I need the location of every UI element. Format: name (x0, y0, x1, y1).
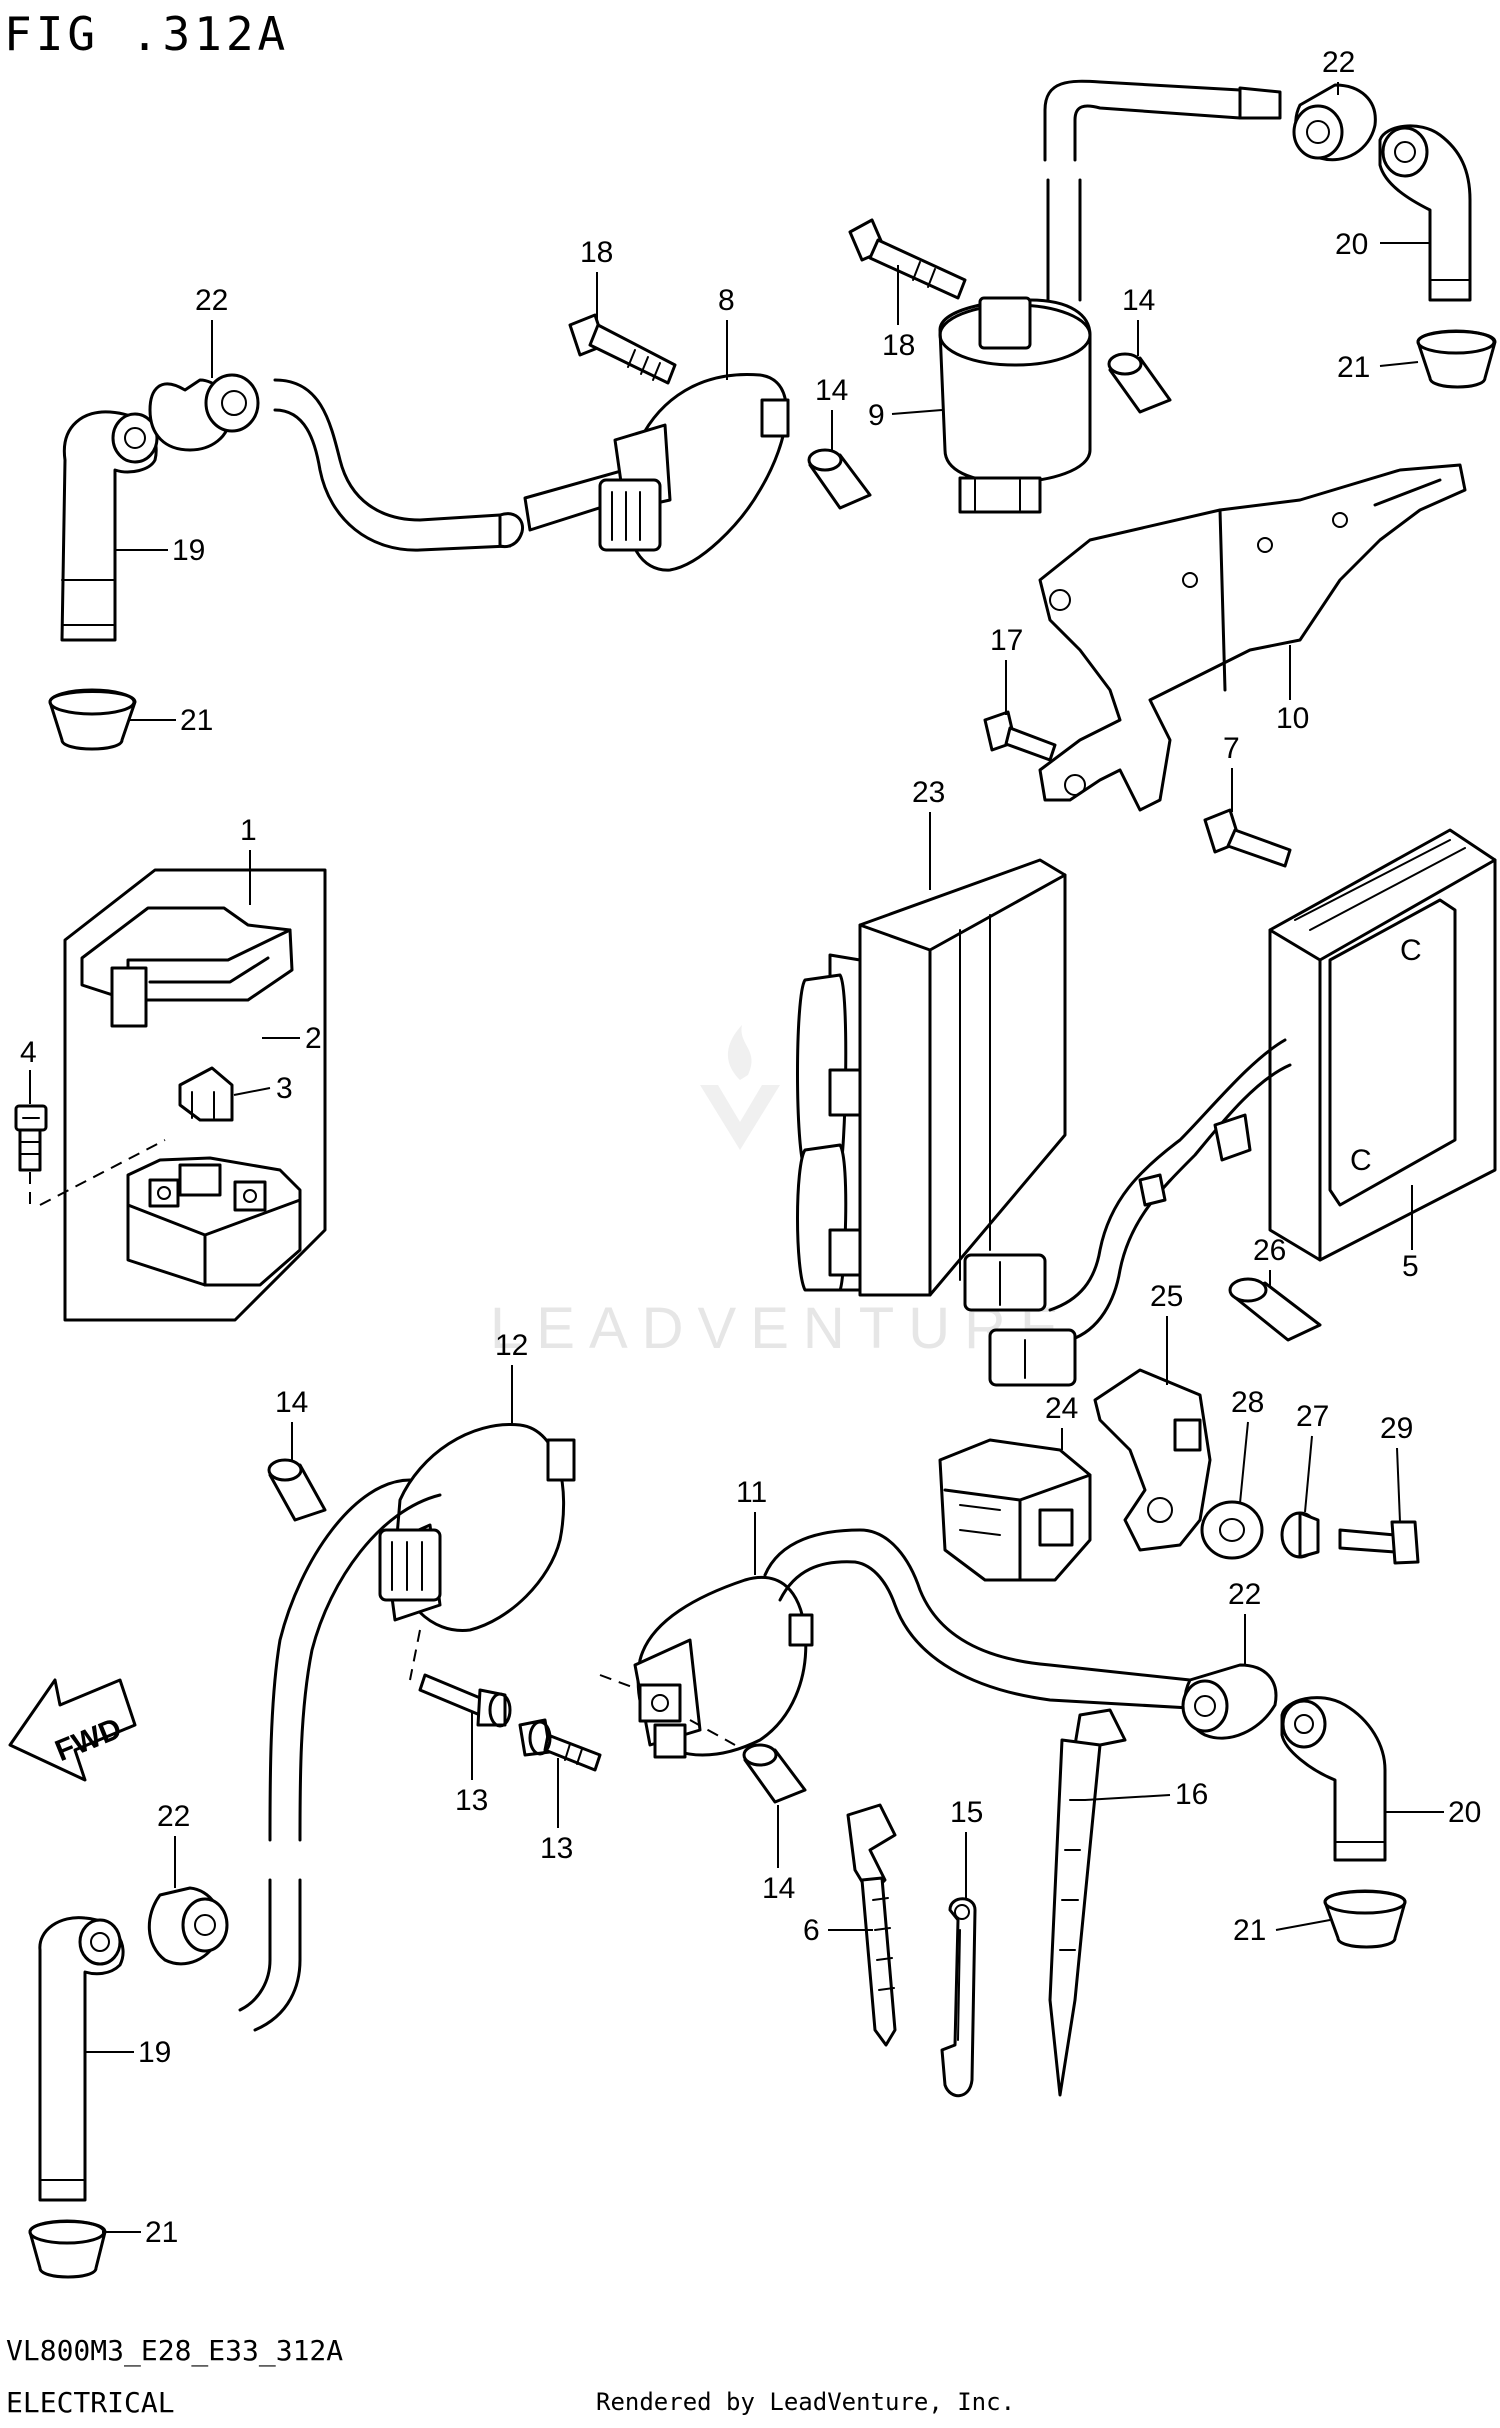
callout-21-c: 21 (145, 2216, 178, 2249)
callout-1: 1 (240, 814, 257, 847)
boot-22-lower-right[interactable] (1181, 1663, 1278, 1740)
figure-title: FIG .312A (4, 7, 289, 61)
ignition-coil-11[interactable] (599, 1528, 1192, 1759)
bolt-18-left[interactable] (568, 313, 677, 385)
watermark-text: LEADVENTURE (490, 1296, 1073, 1361)
callout-28: 28 (1231, 1386, 1264, 1419)
render-credit: Rendered by LeadVenture, Inc. (596, 2388, 1015, 2416)
callout-16: 16 (1175, 1778, 1208, 1811)
clamp-6[interactable] (846, 1803, 897, 2047)
callout-26: 26 (1253, 1234, 1286, 1267)
plug-cap-19-upper[interactable] (60, 410, 159, 642)
clamp-16[interactable] (1048, 1708, 1127, 2097)
callout-11: 11 (736, 1476, 767, 1509)
bracket-25[interactable] (1093, 1368, 1212, 1552)
callout-3: 3 (276, 1072, 293, 1105)
bolt-13-right[interactable] (518, 1718, 602, 1772)
callout-22-d: 22 (1228, 1578, 1261, 1611)
grommet-28[interactable] (1200, 1500, 1264, 1560)
callout-5: 5 (1402, 1250, 1419, 1283)
bolt-13-left[interactable] (418, 1673, 512, 1728)
bolt-29[interactable] (1338, 1520, 1420, 1565)
bolt-17[interactable] (983, 710, 1057, 762)
ignition-coil-8[interactable] (273, 372, 790, 572)
callout-labels: 1 2 3 4 5 6 7 8 9 10 11 12 13 (20, 46, 1481, 2249)
callout-18-b: 18 (882, 329, 915, 362)
model-code: VL800M3_E28_E33_312A (6, 2334, 343, 2368)
callout-25: 25 (1150, 1280, 1183, 1313)
callout-4: 4 (20, 1036, 37, 1069)
forward-arrow-icon: FWD (8, 1678, 137, 1782)
callout-21-a: 21 (180, 704, 213, 737)
callout-14-d: 14 (762, 1872, 795, 1905)
callout-15: 15 (950, 1796, 983, 1829)
callout-14-a: 14 (815, 374, 848, 407)
clamp-15[interactable] (940, 1897, 977, 2098)
screw-part-4[interactable] (14, 1104, 48, 1210)
ecm-23[interactable] (796, 858, 1067, 1297)
collar-14-d[interactable] (742, 1743, 807, 1804)
bracket-10[interactable] (1038, 463, 1467, 812)
collar-14-c[interactable] (267, 1458, 327, 1522)
callout-22-a: 22 (195, 284, 228, 317)
callout-22-b: 22 (1322, 46, 1355, 79)
seal-21-lower-left[interactable] (28, 2219, 107, 2279)
callout-2: 2 (305, 1022, 322, 1055)
callout-14-c: 14 (275, 1386, 308, 1419)
callout-27: 27 (1296, 1400, 1329, 1433)
relay-24[interactable] (938, 1438, 1092, 1582)
callout-19-a: 19 (172, 534, 205, 567)
boot-22-upper-left[interactable] (148, 373, 260, 452)
callout-12: 12 (495, 1329, 528, 1362)
bolt-18-right[interactable] (848, 218, 967, 300)
collar-14-a[interactable] (807, 448, 872, 510)
starter-relay-assembly[interactable] (39, 868, 327, 1322)
seal-21-upper-left[interactable] (48, 688, 137, 751)
callout-22-c: 22 (157, 1800, 190, 1833)
callout-13-a: 13 (455, 1784, 488, 1817)
ignition-coil-12[interactable] (238, 1423, 576, 2032)
regulator-5[interactable]: C C (963, 828, 1497, 1387)
callout-21-d: 21 (1233, 1914, 1266, 1947)
seal-21-lower-right[interactable] (1323, 1889, 1407, 1949)
callout-18-a: 18 (580, 236, 613, 269)
callout-21-b: 21 (1337, 351, 1370, 384)
ignition-coil-9[interactable] (938, 79, 1282, 514)
plug-cap-20-upper[interactable] (1378, 124, 1472, 302)
seal-21-upper-right[interactable] (1416, 329, 1497, 389)
callout-10: 10 (1276, 702, 1309, 735)
callout-17: 17 (990, 624, 1023, 657)
plug-cap-19-lower[interactable] (38, 1916, 125, 2202)
callout-24: 24 (1045, 1392, 1078, 1425)
boot-22-upper-right[interactable] (1292, 83, 1377, 162)
callout-20-b: 20 (1448, 1796, 1481, 1829)
callout-13-b: 13 (540, 1832, 573, 1865)
regulator-mark-bottom: C (1350, 1144, 1372, 1177)
callout-8: 8 (718, 284, 735, 317)
callout-23: 23 (912, 776, 945, 809)
boot-22-lower-left[interactable] (147, 1886, 229, 1966)
callout-20-a: 20 (1335, 228, 1368, 261)
collar-14-b[interactable] (1107, 352, 1172, 414)
callout-9: 9 (868, 399, 885, 432)
bolt-7[interactable] (1203, 808, 1292, 868)
callout-19-b: 19 (138, 2036, 171, 2069)
plug-cap-20-lower[interactable] (1280, 1696, 1387, 1862)
regulator-mark-top: C (1400, 934, 1422, 967)
callout-14-b: 14 (1122, 284, 1155, 317)
section-name: ELECTRICAL (6, 2386, 175, 2419)
spacer-26[interactable] (1228, 1277, 1322, 1342)
collar-27[interactable] (1280, 1511, 1320, 1559)
callout-29: 29 (1380, 1412, 1413, 1445)
watermark-logo-icon (700, 1025, 780, 1150)
callout-6: 6 (803, 1914, 820, 1947)
callout-7: 7 (1223, 732, 1240, 765)
